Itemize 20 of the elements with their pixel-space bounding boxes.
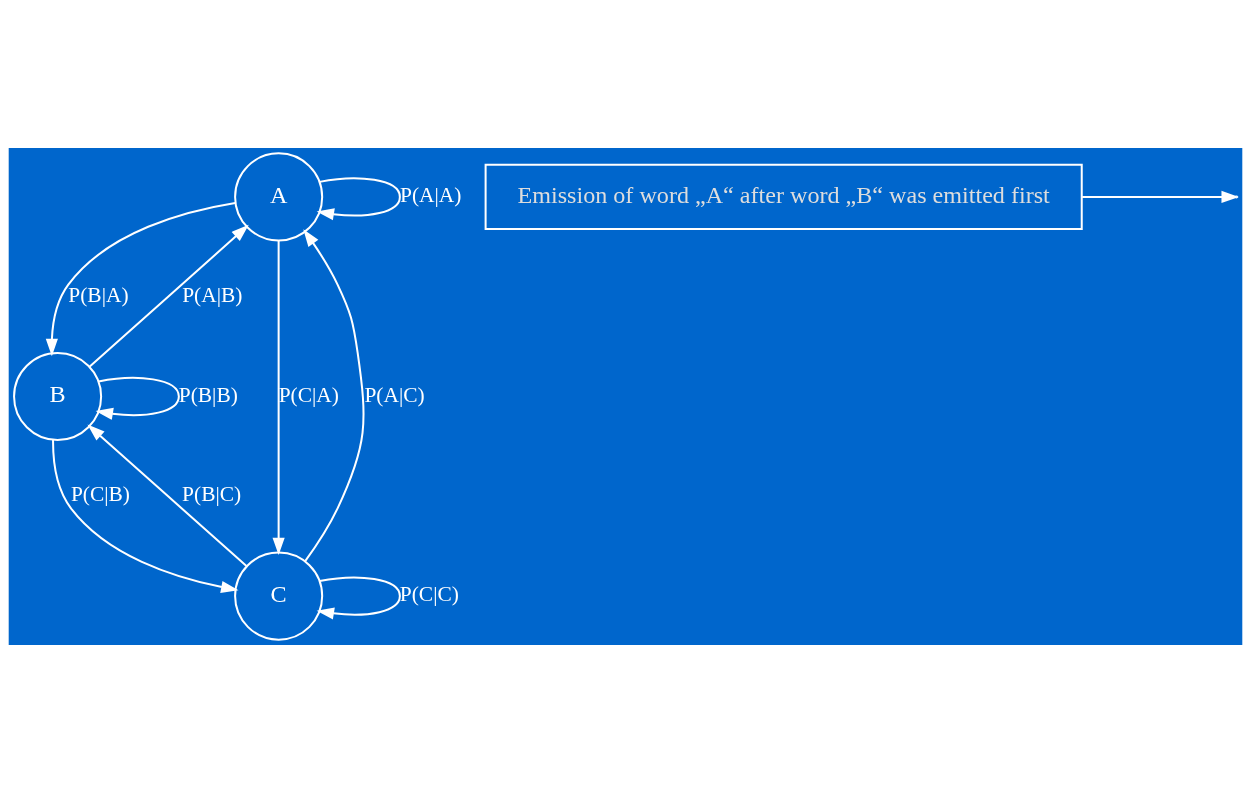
edge-label: P(A|C)	[364, 382, 425, 407]
arrow	[52, 439, 239, 593]
arrow	[45, 201, 236, 356]
node-box: Emission of word „A“ after word „B“ was emitted first	[484, 163, 1083, 230]
edge-label: P(A|A)	[399, 182, 462, 207]
node-circle: C	[234, 551, 324, 641]
edge-label: P(B|A)	[68, 282, 129, 307]
arrow	[87, 423, 248, 567]
arrow	[316, 576, 401, 619]
node-circle: A	[234, 151, 324, 241]
edge-label: P(C|C)	[399, 581, 459, 606]
edge-label: P(A|B)	[182, 282, 243, 307]
arrow	[316, 176, 401, 220]
arrow	[89, 224, 249, 367]
arrow	[303, 228, 365, 562]
edge-label: P(B|B)	[178, 382, 238, 407]
edge-label: P(B|C)	[182, 481, 242, 506]
arrow	[95, 376, 180, 420]
arrow	[272, 240, 285, 555]
edge-label: P(C|B)	[70, 481, 130, 506]
